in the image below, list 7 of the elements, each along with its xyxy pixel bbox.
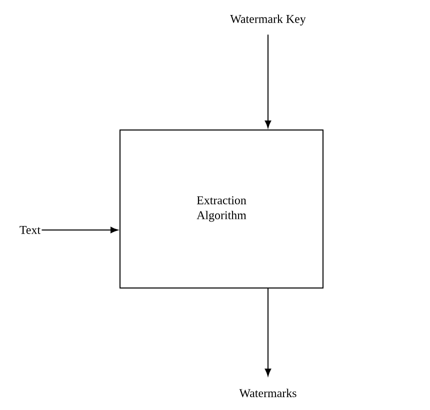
arrow bbox=[41, 226, 118, 234]
arrow bbox=[264, 34, 272, 128]
text-label: Watermark Key bbox=[230, 14, 306, 26]
arrow bbox=[264, 288, 272, 376]
text-label: Text bbox=[20, 226, 40, 234]
text-label: Watermarks bbox=[239, 388, 296, 398]
process-box: Extraction Algorithm bbox=[120, 130, 324, 288]
